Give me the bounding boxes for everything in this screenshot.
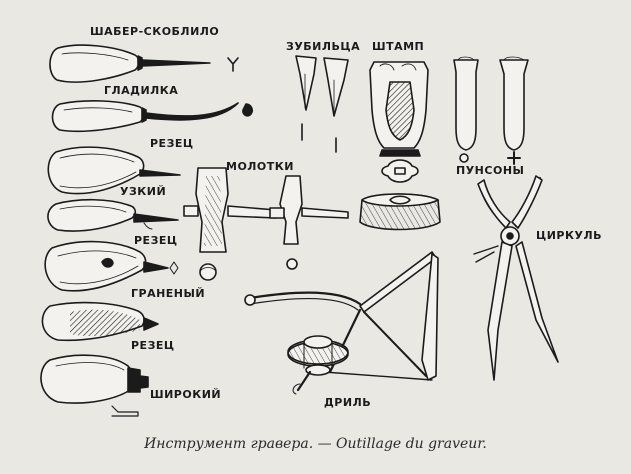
cutter-tool: [47, 198, 179, 232]
hammers: [183, 167, 349, 281]
label-drill: ДРИЛЬ: [324, 396, 372, 409]
engraving-pad: [359, 193, 441, 231]
scraper-tool: [49, 44, 239, 83]
label-scraper: ШАБЕР-СКОБЛИЛО: [90, 25, 220, 38]
cutter-tool-3: [41, 301, 159, 342]
label-hammers: МОЛОТКИ: [226, 160, 294, 173]
label-cutter-2: РЕЗЕЦ: [134, 234, 178, 247]
drill: [244, 251, 439, 395]
punches: [453, 56, 529, 165]
label-burnisher: ГЛАДИЛКА: [104, 84, 179, 97]
label-stamp: ШТАМП: [372, 40, 425, 53]
figure-caption: Инструмент гравера. — Outillage du grave…: [144, 436, 487, 452]
label-faceted: ГРАНЕНЫЙ: [131, 287, 206, 300]
compass: [473, 175, 559, 381]
wide-cutter-tool: [40, 354, 149, 417]
label-punches: ПУНСОНЫ: [456, 164, 525, 177]
chisels: [295, 55, 349, 153]
label-compass: ЦИРКУЛЬ: [536, 229, 602, 242]
stamp: [369, 61, 429, 183]
label-wide: ШИРОКИЙ: [150, 388, 222, 401]
label-cutter-3: РЕЗЕЦ: [131, 339, 175, 352]
narrow-cutter-tool: [47, 146, 181, 195]
label-chisels: ЗУБИЛЬЦА: [286, 40, 361, 53]
label-cutter-1: РЕЗЕЦ: [150, 137, 194, 150]
label-narrow: УЗКИЙ: [120, 185, 167, 198]
burnisher-tool: [51, 100, 253, 133]
faceted-cutter-tool: [44, 240, 179, 292]
